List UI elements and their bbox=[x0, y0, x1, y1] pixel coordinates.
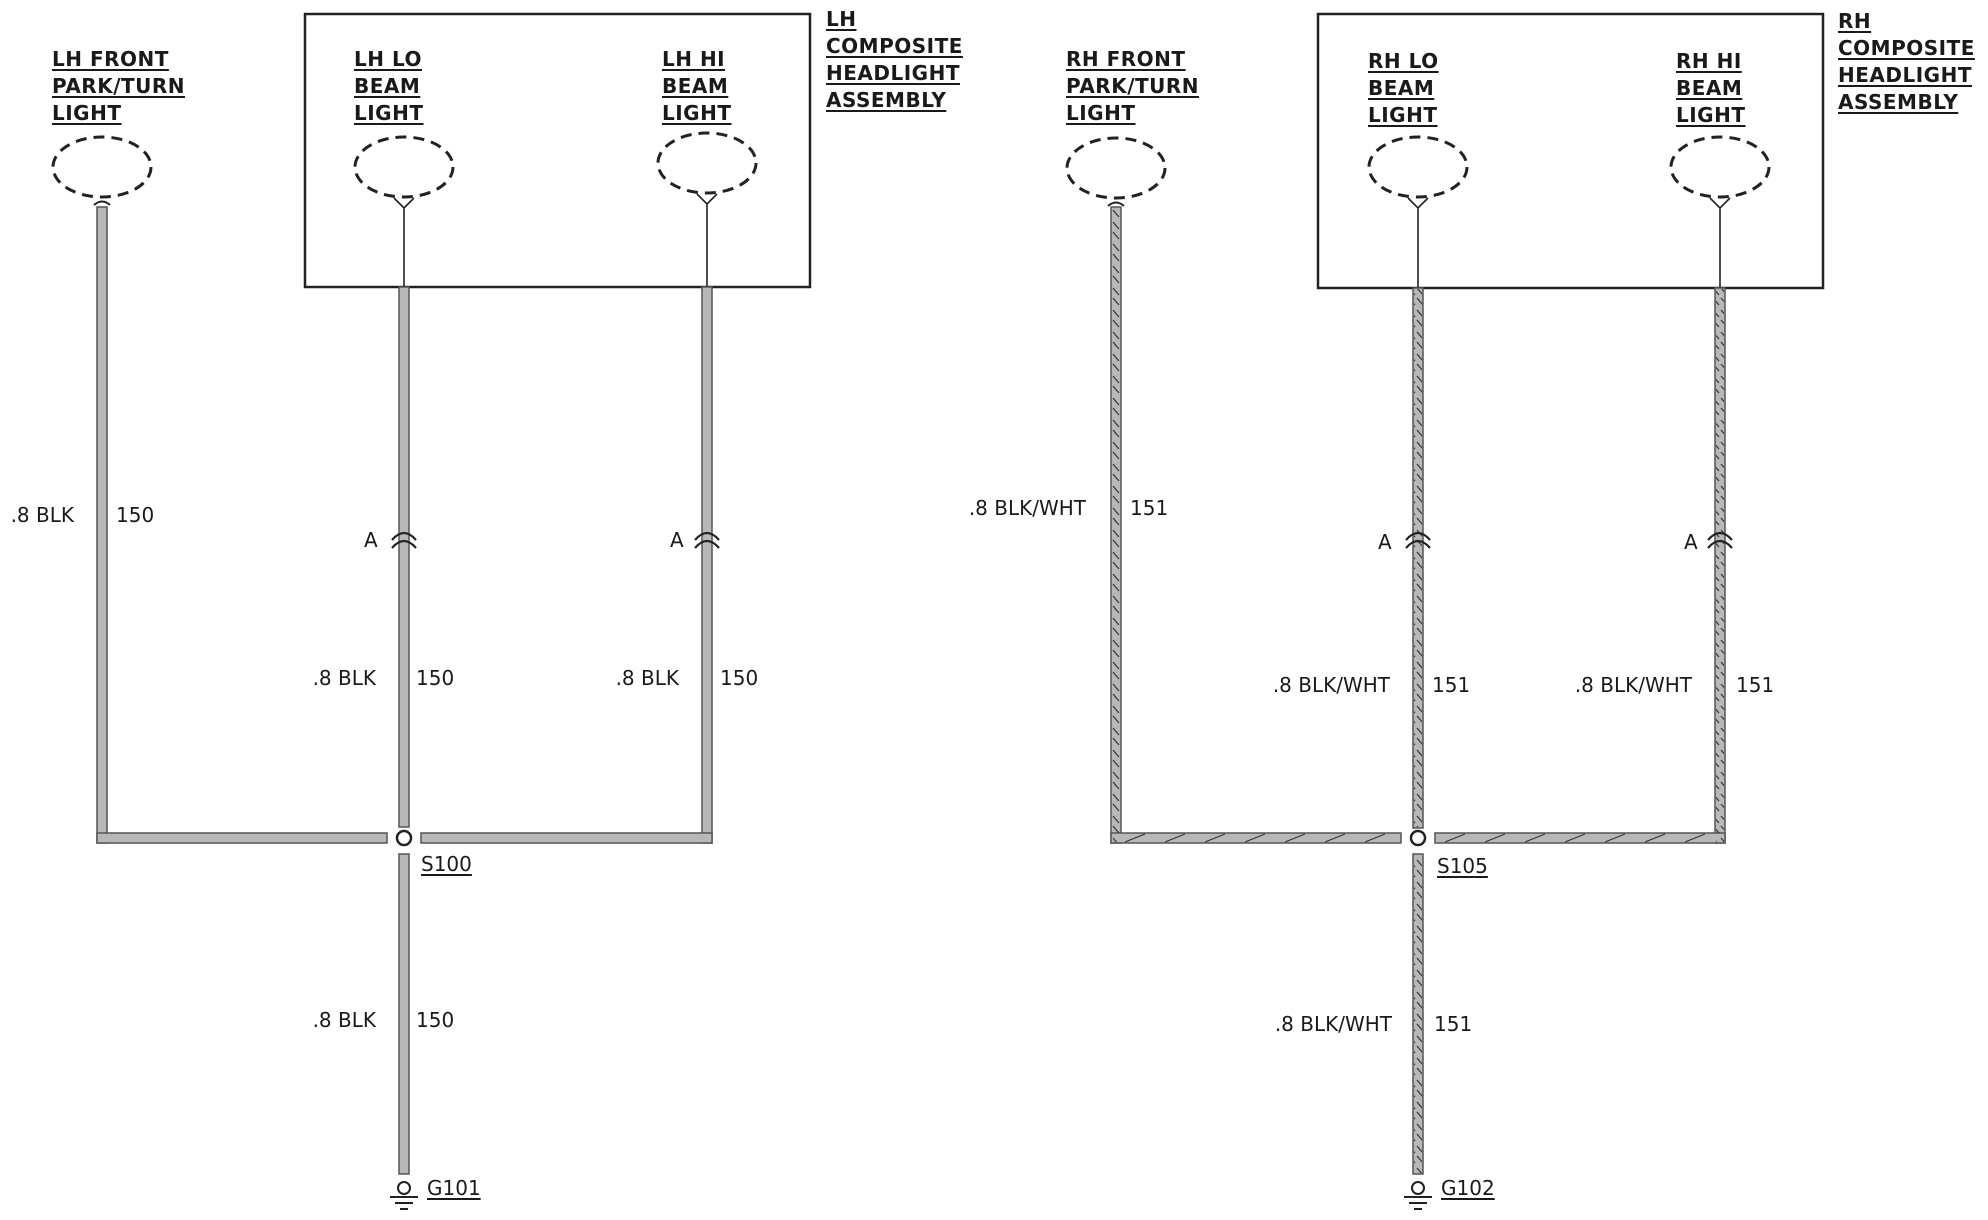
rh-ground-label: G102 bbox=[1441, 1176, 1495, 1200]
rh-park-bulb bbox=[1065, 136, 1167, 200]
lh-park-bulb bbox=[51, 135, 153, 199]
rh-lo-wire-color: .8 BLK/WHT bbox=[1272, 673, 1390, 697]
rh-hi-bulb bbox=[1669, 135, 1771, 199]
lh-ground-label: G101 bbox=[427, 1176, 481, 1200]
rh-connectors bbox=[1405, 531, 1733, 549]
rh-splice-dot bbox=[1409, 829, 1427, 847]
rh-lo-wire-circuit: 151 bbox=[1432, 673, 1471, 697]
rh-lo-bulb bbox=[1367, 135, 1469, 199]
rh-hi-connector-label: A bbox=[1684, 530, 1698, 554]
lh-hi-connector-label: A bbox=[670, 528, 684, 552]
lh-assembly-box bbox=[303, 12, 812, 289]
rh-assembly-box bbox=[1316, 12, 1825, 290]
lh-lo-wire-color: .8 BLK bbox=[312, 666, 376, 690]
rh-park-wire-circuit: 151 bbox=[1130, 496, 1169, 520]
lh-connectors bbox=[391, 531, 720, 549]
rh-hi-wire-color: .8 BLK/WHT bbox=[1574, 673, 1692, 697]
lh-hi-bulb bbox=[656, 131, 758, 195]
rh-ground-wire-circuit: 151 bbox=[1434, 1012, 1473, 1036]
lh-splice-label: S100 bbox=[421, 852, 472, 876]
lh-ground-wire-circuit: 150 bbox=[416, 1008, 455, 1032]
lh-lo-wire-circuit: 150 bbox=[416, 666, 455, 690]
rh-splice-label: S105 bbox=[1437, 854, 1488, 878]
lh-hi-wire-color: .8 BLK bbox=[615, 666, 679, 690]
rh-wire-stripes-horizontal bbox=[1124, 833, 1706, 843]
lh-wires bbox=[96, 206, 713, 1175]
rh-hi-wire-circuit: 151 bbox=[1736, 673, 1775, 697]
lh-ground-symbol bbox=[390, 1181, 418, 1210]
rh-ground-wire-color: .8 BLK/WHT bbox=[1274, 1012, 1392, 1036]
rh-park-wire-color: .8 BLK/WHT bbox=[968, 496, 1086, 520]
lh-park-wire-color: .8 BLK bbox=[10, 503, 74, 527]
rh-lo-connector-label: A bbox=[1378, 530, 1392, 554]
lh-hi-wire-circuit: 150 bbox=[720, 666, 759, 690]
lh-lo-connector-label: A bbox=[364, 528, 378, 552]
lh-park-wire-circuit: 150 bbox=[116, 503, 155, 527]
rh-wire-stripes bbox=[1112, 208, 1724, 1173]
lh-ground-wire-color: .8 BLK bbox=[312, 1008, 376, 1032]
lh-lo-bulb bbox=[353, 135, 455, 199]
lh-splice-dot bbox=[395, 829, 413, 847]
rh-ground-symbol bbox=[1404, 1181, 1432, 1210]
